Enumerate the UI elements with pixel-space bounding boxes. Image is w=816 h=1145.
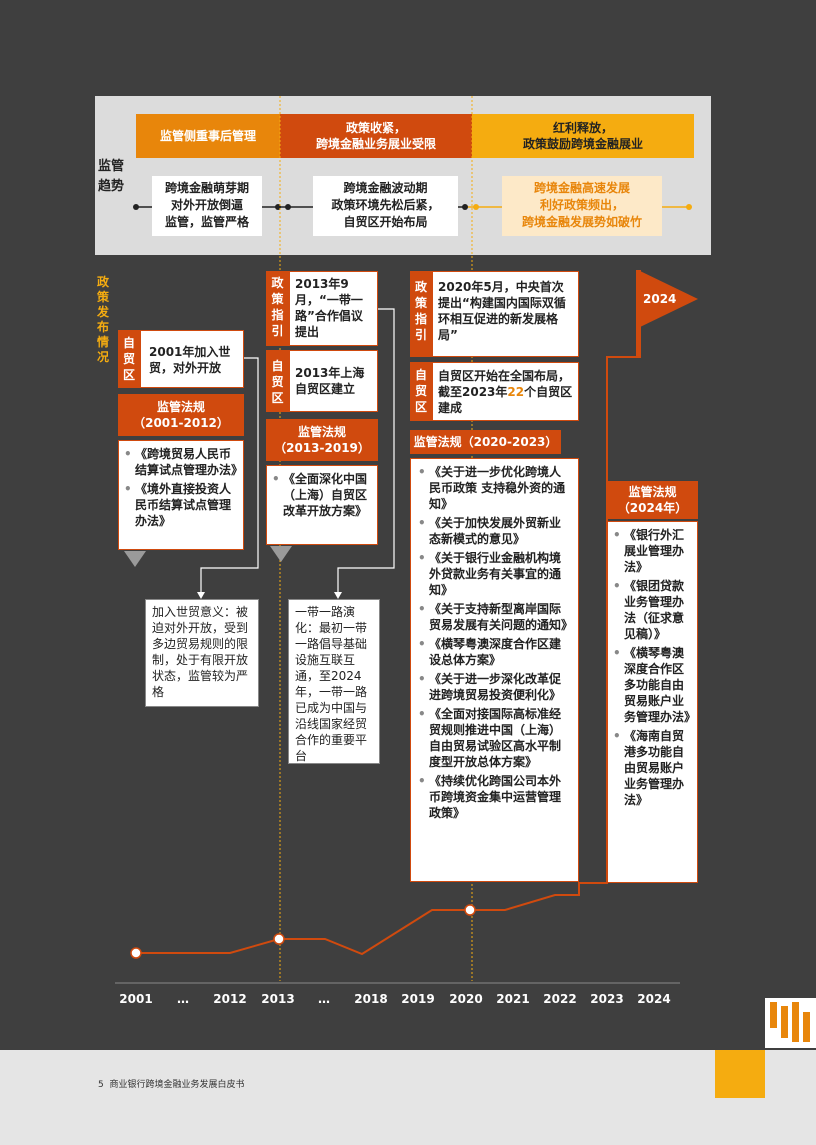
- connector-2001: [200, 357, 259, 596]
- event-2001: 2001年加入世贸，对外开放: [140, 330, 244, 388]
- reg-item: 《横琴粤澳深度合作区多功能自由贸易账户业务管理办法》: [613, 645, 696, 725]
- page-number: 5: [98, 1080, 104, 1090]
- reg-list-2020: 《关于进一步优化跨境人民币政策 支持稳外资的通知》 《关于加快发展外贸新业态新模…: [410, 458, 579, 882]
- year-label: 2018: [354, 992, 388, 1006]
- reg-item: 《关于银行业金融机构境外贷款业务有关事宜的通知》: [418, 550, 572, 598]
- year-label: 2022: [543, 992, 577, 1006]
- event-2013-belt-road: 2013年9月，“一带一路”合作倡议提出: [289, 271, 378, 346]
- pointer-2001: [124, 551, 146, 567]
- connector-2013: [337, 308, 395, 596]
- year-label: 2024: [637, 992, 671, 1006]
- reg-list-2024: 《银行外汇展业管理办法》 《银团贷款业务管理办法（征求意见稿）》 《横琴粤澳深度…: [607, 521, 698, 883]
- trend-dot: [133, 204, 139, 210]
- tag-ftz-2001: 自贸区: [118, 330, 140, 388]
- milestone-dot-2001: [130, 947, 142, 959]
- tag-ftz-2020: 自贸区: [410, 362, 432, 421]
- phase-title: 跨境金融萌芽期: [164, 181, 249, 195]
- policy-intensity-line: [136, 356, 637, 956]
- reg-title-2024: 监管法规 （2024年）: [607, 481, 698, 519]
- reg-list-2013: 《全面深化中国（上海）自贸区改革开放方案》: [266, 465, 378, 545]
- reg-item: 《银团贷款业务管理办法（征求意见稿）》: [613, 578, 691, 642]
- reg-item: 《关于支持新型离岸国际贸易发展有关问题的通知》: [418, 601, 573, 633]
- reg-item: 《跨境贸易人民币结算试点管理办法》: [124, 446, 243, 478]
- reg-item: 《持续优化跨国公司本外币跨境资金集中运营管理政策》: [418, 773, 572, 821]
- reg-item: 《海南自贸港多功能自由贸易账户业务管理办法》: [613, 728, 691, 808]
- flag-2024: [636, 270, 698, 358]
- event-2020-dual-circulation: 2020年5月，中央首次提出“构建国内国际双循环相互促进的新发展格局”: [432, 271, 579, 357]
- year-label: 2023: [590, 992, 624, 1006]
- trend-header-3: 红利释放， 政策鼓励跨境金融展业: [472, 114, 694, 158]
- phase-body: 政策环境先松后紧， 自贸区开始布局: [331, 198, 440, 229]
- trend-header-1: 监管侧重事后管理: [136, 114, 280, 158]
- milestone-dot-2020: [464, 904, 476, 916]
- phase-box-3: 跨境金融高速发展 利好政策频出， 跨境金融发展势如破竹: [502, 176, 662, 236]
- phase-title: 跨境金融波动期: [343, 181, 428, 195]
- reg-item: 《境外直接投资人民币结算试点管理办法》: [124, 481, 237, 529]
- reg-item: 《银行外汇展业管理办法》: [613, 527, 691, 575]
- ftz-count: 22: [507, 385, 525, 399]
- reg-item: 《横琴粤澳深度合作区建设总体方案》: [418, 636, 572, 668]
- phase-title: 跨境金融高速发展: [533, 181, 630, 195]
- note-2013: 一带一路演化：最初一带一路倡导基础设施互联互通，至2024年，一带一路已成为中国…: [288, 599, 380, 764]
- event-2020-ftz: 自贸区开始在全国布局，截至2023年22个自贸区建成: [432, 362, 579, 421]
- timeline-graphics: [115, 308, 680, 984]
- year-label: 2020: [449, 992, 483, 1006]
- year-label: 2012: [213, 992, 247, 1006]
- year-label: …: [318, 992, 330, 1006]
- trend-dot: [285, 204, 291, 210]
- tag-ftz-2013: 自贸区: [266, 350, 289, 412]
- reg-list-2001: 《跨境贸易人民币结算试点管理办法》 《境外直接投资人民币结算试点管理办法》: [118, 440, 244, 550]
- policy-label: 政策发布情况: [96, 275, 109, 364]
- phase-box-2: 跨境金融波动期 政策环境先松后紧， 自贸区开始布局: [313, 176, 458, 236]
- trend-dot: [473, 204, 479, 210]
- reg-item: 《全面深化中国（上海）自贸区改革开放方案》: [272, 471, 371, 519]
- year-label: 2019: [401, 992, 435, 1006]
- tag-policy-2013: 政策指引: [266, 271, 289, 346]
- phase-body: 利好政策频出， 跨境金融发展势如破竹: [521, 198, 642, 229]
- year-label: 2001: [119, 992, 153, 1006]
- event-2013-shanghai: 2013年上海自贸区建立: [289, 350, 378, 412]
- footer-accent-block: [715, 1050, 765, 1098]
- trend-dot: [686, 204, 692, 210]
- reg-title-2001: 监管法规 （2001-2012）: [118, 394, 244, 436]
- trend-label: 监管趋势: [98, 159, 125, 194]
- footer-band: [0, 1050, 816, 1145]
- reg-item: 《关于加快发展外贸新业态新模式的意见》: [418, 515, 572, 547]
- note-2001: 加入世贸意义：被迫对外开放，受到多边贸易规则的限制，处于有限开放状态，监管较为严…: [145, 599, 259, 707]
- phase-box-1: 跨境金融萌芽期 对外开放倒逼 监管，监管严格: [152, 176, 262, 236]
- milestone-dot-2013: [273, 933, 285, 945]
- pointer-2013: [270, 546, 292, 562]
- tag-policy-2020: 政策指引: [410, 271, 432, 357]
- reg-item: 《关于进一步优化跨境人民币政策 支持稳外资的通知》: [418, 464, 572, 512]
- logo-stripes: [765, 998, 816, 1048]
- document-title: 商业银行跨境金融业务发展白皮书: [109, 1080, 245, 1090]
- year-label: 2021: [496, 992, 530, 1006]
- flag-label: 2024: [643, 292, 677, 306]
- reg-item: 《全面对接国际高标准经贸规则推进中国（上海）自由贸易试验区高水平制度型开放总体方…: [418, 706, 572, 770]
- reg-item: 《关于进一步深化改革促进跨境贸易投资便利化》: [418, 671, 572, 703]
- reg-title-2013: 监管法规 （2013-2019）: [266, 419, 378, 461]
- page-footer: 5 商业银行跨境金融业务发展白皮书: [98, 1077, 244, 1090]
- phase-body: 对外开放倒逼 监管，监管严格: [164, 198, 249, 229]
- year-label: 2013: [261, 992, 295, 1006]
- trend-header-2: 政策收紧， 跨境金融业务展业受限: [280, 114, 472, 158]
- year-label: …: [177, 992, 189, 1006]
- trend-dot: [462, 204, 468, 210]
- reg-title-2020: 监管法规（2020-2023）: [410, 430, 561, 454]
